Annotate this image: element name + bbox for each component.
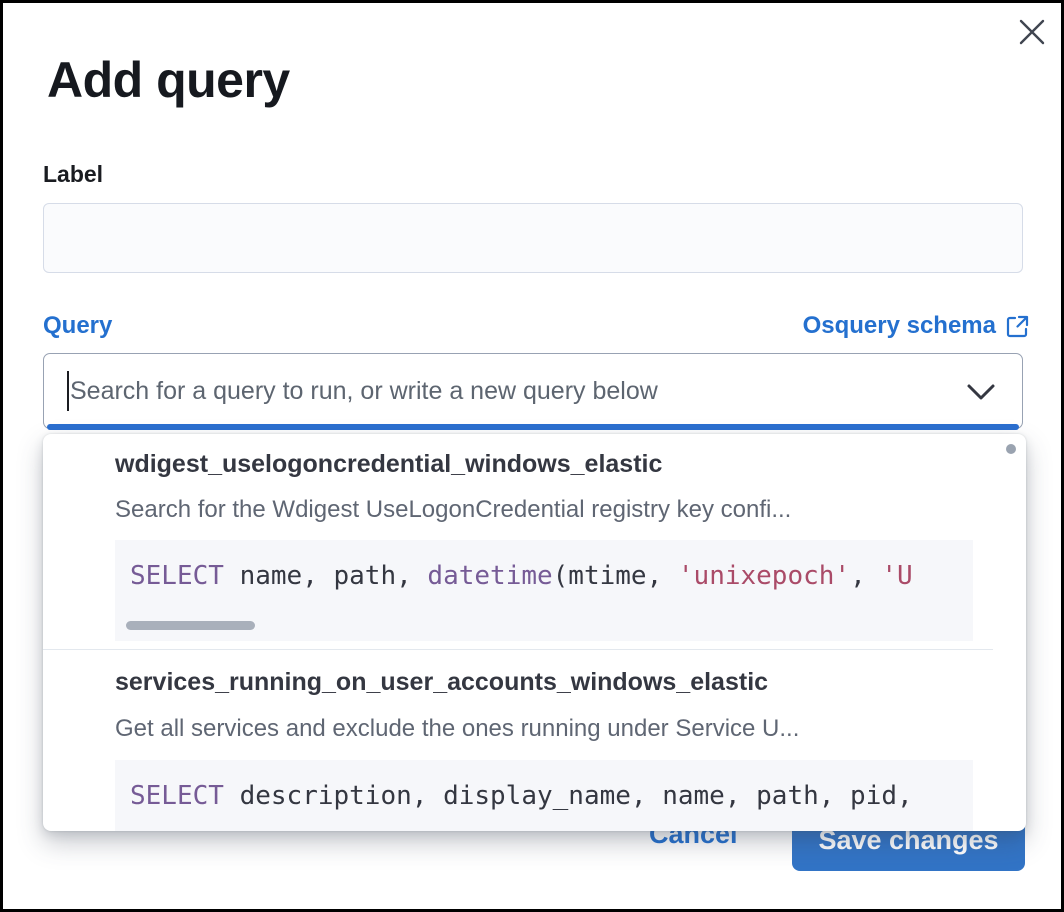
code-token: name, path, xyxy=(223,561,428,591)
code-token: (mtime, xyxy=(552,561,678,591)
close-icon[interactable] xyxy=(1017,17,1047,47)
query-option-code-snippet[interactable]: SELECT name, path, datetime(mtime, 'unix… xyxy=(115,540,973,641)
code-token: , xyxy=(850,561,882,591)
horizontal-scrollbar-thumb[interactable] xyxy=(126,621,255,630)
code-token: 'U xyxy=(881,561,913,591)
osquery-schema-link-label: Osquery schema xyxy=(802,312,996,339)
label-field-label: Label xyxy=(43,161,104,187)
close-icon-glyph xyxy=(1019,19,1045,45)
query-options-dropdown: wdigest_uselogoncredential_windows_elast… xyxy=(43,434,1026,831)
code-token: SELECT xyxy=(130,781,224,811)
focus-indicator-bar xyxy=(47,424,1019,430)
query-option-title[interactable]: services_running_on_user_accounts_window… xyxy=(115,668,769,696)
query-option-code-snippet[interactable]: SELECT description, display_name, name, … xyxy=(115,760,973,831)
query-option-description: Search for the Wdigest UseLogonCredentia… xyxy=(115,496,792,523)
code-token: 'unixepoch' xyxy=(677,561,851,591)
query-option-title[interactable]: wdigest_uselogoncredential_windows_elast… xyxy=(115,450,663,478)
code-token: description, display_name, name, path, p… xyxy=(223,781,913,811)
query-option-description: Get all services and exclude the ones ru… xyxy=(115,715,800,742)
page-title: Add query xyxy=(47,52,290,108)
query-search-input[interactable] xyxy=(70,368,930,414)
code-token: datetime xyxy=(427,561,553,591)
label-input[interactable] xyxy=(43,203,1023,273)
external-link-icon xyxy=(1006,315,1029,337)
chevron-down-icon[interactable] xyxy=(966,383,996,402)
query-combobox xyxy=(43,353,1023,430)
text-cursor xyxy=(67,371,69,411)
query-field-label: Query xyxy=(43,312,113,339)
code-token: SELECT xyxy=(130,561,224,591)
osquery-schema-link[interactable]: Osquery schema xyxy=(803,312,1030,340)
vertical-scrollbar-thumb[interactable] xyxy=(1006,444,1016,454)
query-row: Query Osquery schema xyxy=(43,312,1030,340)
option-divider xyxy=(43,649,993,650)
